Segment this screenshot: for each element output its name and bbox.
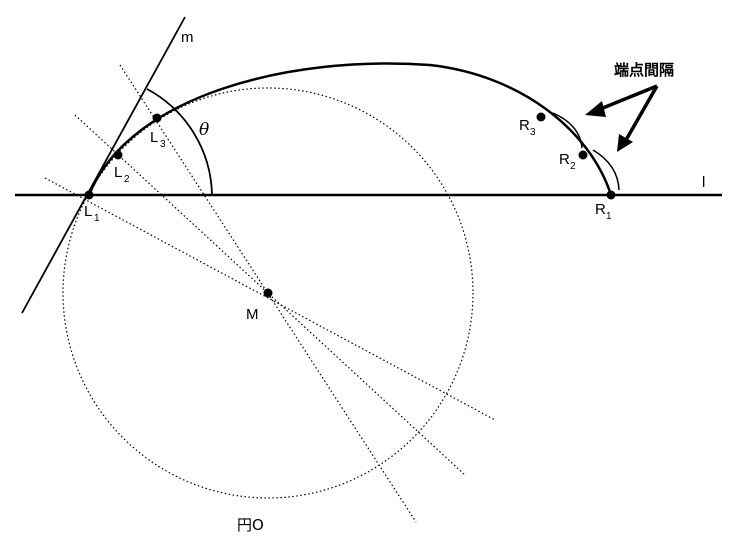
label-l2: L [114,164,122,181]
label-line-l: l [702,174,705,191]
point-r2 [578,150,588,160]
circle-o [62,87,474,499]
label-endpoint-interval: 端点間隔 [614,61,674,79]
dotted-line-l1-m [44,177,496,421]
point-r3 [536,112,546,122]
label-r1-sub: 1 [606,211,612,222]
outer-curve [87,62,613,196]
annotation-arrow-2-shaft [624,85,659,141]
label-r2: R [559,151,570,168]
interval-arc-r3-r2 [552,112,583,149]
label-r2-sub: 2 [570,161,576,172]
annotation-arrow-1-head [585,101,606,117]
label-point-m: M [246,306,259,323]
point-l1 [84,190,94,200]
label-r1: R [595,201,606,218]
point-r1 [606,190,616,200]
point-l3 [152,113,162,123]
line-m [21,16,186,314]
label-l1: L [84,203,92,220]
label-circle-o: 円O [237,516,264,534]
label-theta: θ [199,120,209,140]
theta-angle-arc [146,88,213,196]
point-l2 [113,150,123,160]
annotation-arrow-2-head [617,134,633,152]
annotation-arrow-1-shaft [597,84,658,112]
point-m [263,288,273,298]
label-l3-sub: 3 [160,139,166,150]
label-r3: R [519,117,530,134]
interval-arc-r2-r1 [592,149,620,191]
label-line-m: m [181,29,194,46]
label-l1-sub: 1 [94,213,100,224]
label-l3: L [150,129,158,146]
label-l2-sub: 2 [124,174,130,185]
label-r3-sub: 3 [530,127,536,138]
